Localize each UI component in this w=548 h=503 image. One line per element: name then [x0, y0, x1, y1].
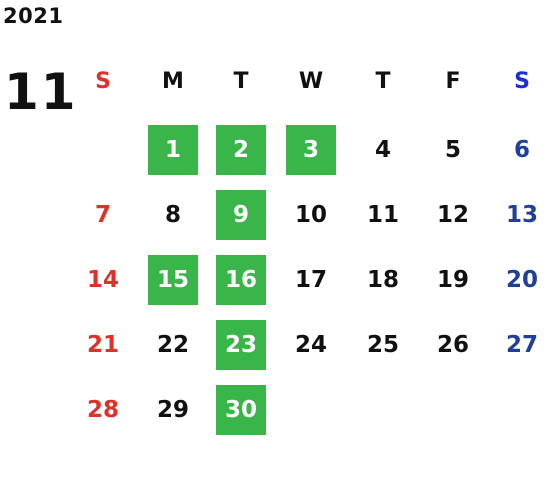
day-cell-6[interactable]: 6	[513, 137, 530, 163]
day-cell-3[interactable]: 3	[286, 125, 336, 175]
day-cell-30[interactable]: 30	[216, 385, 266, 435]
day-cell-24[interactable]: 24	[294, 332, 327, 358]
weekday-header-thu: T	[375, 68, 391, 94]
day-cell-17[interactable]: 17	[294, 267, 327, 293]
weekday-header-wed: W	[298, 68, 324, 94]
weekday-header-tue: T	[233, 68, 249, 94]
day-cell-29[interactable]: 29	[156, 397, 189, 423]
day-cell-22[interactable]: 22	[156, 332, 189, 358]
day-cell-9[interactable]: 9	[216, 190, 266, 240]
day-cell-12[interactable]: 12	[436, 202, 469, 228]
weekday-header-mon: M	[162, 68, 184, 94]
day-cell-27[interactable]: 27	[505, 332, 538, 358]
day-cell-25[interactable]: 25	[366, 332, 399, 358]
day-cell-5[interactable]: 5	[444, 137, 461, 163]
weekday-header-sun: S	[95, 68, 111, 94]
year-label: 2021	[3, 4, 64, 28]
day-cell-10[interactable]: 10	[294, 202, 327, 228]
day-cell-21[interactable]: 21	[86, 332, 119, 358]
day-cell-23[interactable]: 23	[216, 320, 266, 370]
month-number: 11	[4, 63, 78, 121]
day-cell-14[interactable]: 14	[86, 267, 119, 293]
day-cell-26[interactable]: 26	[436, 332, 469, 358]
day-cell-4[interactable]: 4	[374, 137, 391, 163]
day-cell-16[interactable]: 16	[216, 255, 266, 305]
day-cell-2[interactable]: 2	[216, 125, 266, 175]
day-cell-28[interactable]: 28	[86, 397, 119, 423]
day-cell-13[interactable]: 13	[505, 202, 538, 228]
day-cell-18[interactable]: 18	[366, 267, 399, 293]
day-cell-15[interactable]: 15	[148, 255, 198, 305]
weekday-header-sat: S	[514, 68, 530, 94]
day-cell-7[interactable]: 7	[94, 202, 111, 228]
day-cell-11[interactable]: 11	[366, 202, 399, 228]
day-cell-20[interactable]: 20	[505, 267, 538, 293]
weekday-header-fri: F	[445, 68, 461, 94]
day-cell-1[interactable]: 1	[148, 125, 198, 175]
day-cell-8[interactable]: 8	[164, 202, 181, 228]
day-cell-19[interactable]: 19	[436, 267, 469, 293]
